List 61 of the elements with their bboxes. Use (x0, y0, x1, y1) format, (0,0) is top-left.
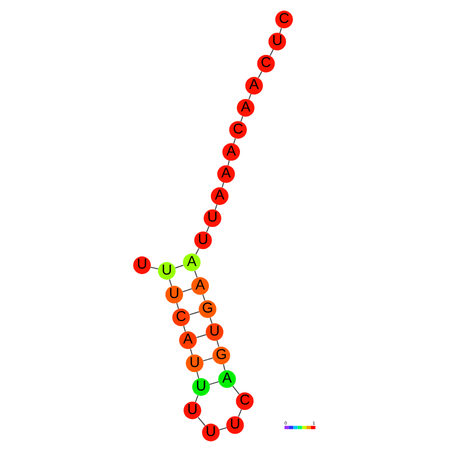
node-circle: A (244, 76, 262, 95)
connector (214, 204, 217, 210)
node-circle: C (274, 10, 292, 28)
node-circle: A (190, 277, 208, 295)
connector (197, 416, 206, 426)
connector (202, 294, 205, 301)
node-circle: A (218, 370, 236, 388)
connector (202, 358, 213, 362)
connector (240, 116, 243, 122)
connector (257, 71, 262, 78)
connector (176, 302, 178, 310)
connector (248, 94, 251, 100)
connector (232, 386, 240, 395)
node-circle: U (226, 416, 244, 434)
connector (196, 371, 199, 379)
connector (168, 278, 172, 287)
connector (221, 182, 224, 188)
node-circle: U (157, 262, 176, 280)
connector (196, 334, 206, 338)
node-circle: A (216, 165, 234, 183)
node-circle: U (164, 286, 183, 304)
connector (216, 340, 219, 348)
node-circle: A (222, 143, 240, 161)
connector (208, 381, 219, 385)
node-circle: U (202, 424, 220, 442)
connector (194, 394, 198, 403)
connector (222, 364, 225, 371)
node-circle: U (194, 231, 212, 250)
node-circle: U (132, 256, 150, 274)
node-circle: C (235, 392, 254, 410)
connector (174, 264, 184, 268)
connector (182, 288, 192, 292)
node-circle: U (268, 32, 286, 50)
connector (232, 138, 236, 144)
connector (194, 248, 200, 255)
node-circle: A (210, 187, 228, 205)
node-circle: A (236, 99, 254, 117)
connector (206, 226, 209, 233)
node-circle: G (212, 346, 230, 364)
connector (182, 325, 186, 332)
connector (189, 348, 192, 356)
node-circle: A (178, 331, 196, 350)
node-circle: U (205, 323, 223, 341)
node-circle: C (228, 121, 246, 139)
node-circle: A (182, 254, 200, 272)
node-circle: C (256, 54, 274, 72)
connector (237, 408, 242, 418)
node-circle: U (192, 378, 210, 396)
connector (194, 270, 198, 278)
node-circle: G (198, 300, 216, 318)
connector (278, 28, 282, 34)
connector (218, 427, 227, 430)
connector (227, 160, 230, 166)
connector (188, 311, 200, 316)
node-circle: C (172, 308, 190, 326)
connector (150, 266, 158, 270)
node-circle: U (203, 209, 221, 228)
connector (209, 317, 212, 324)
node-circle: U (185, 354, 203, 372)
connector (269, 48, 274, 56)
node-circle: U (183, 402, 201, 420)
